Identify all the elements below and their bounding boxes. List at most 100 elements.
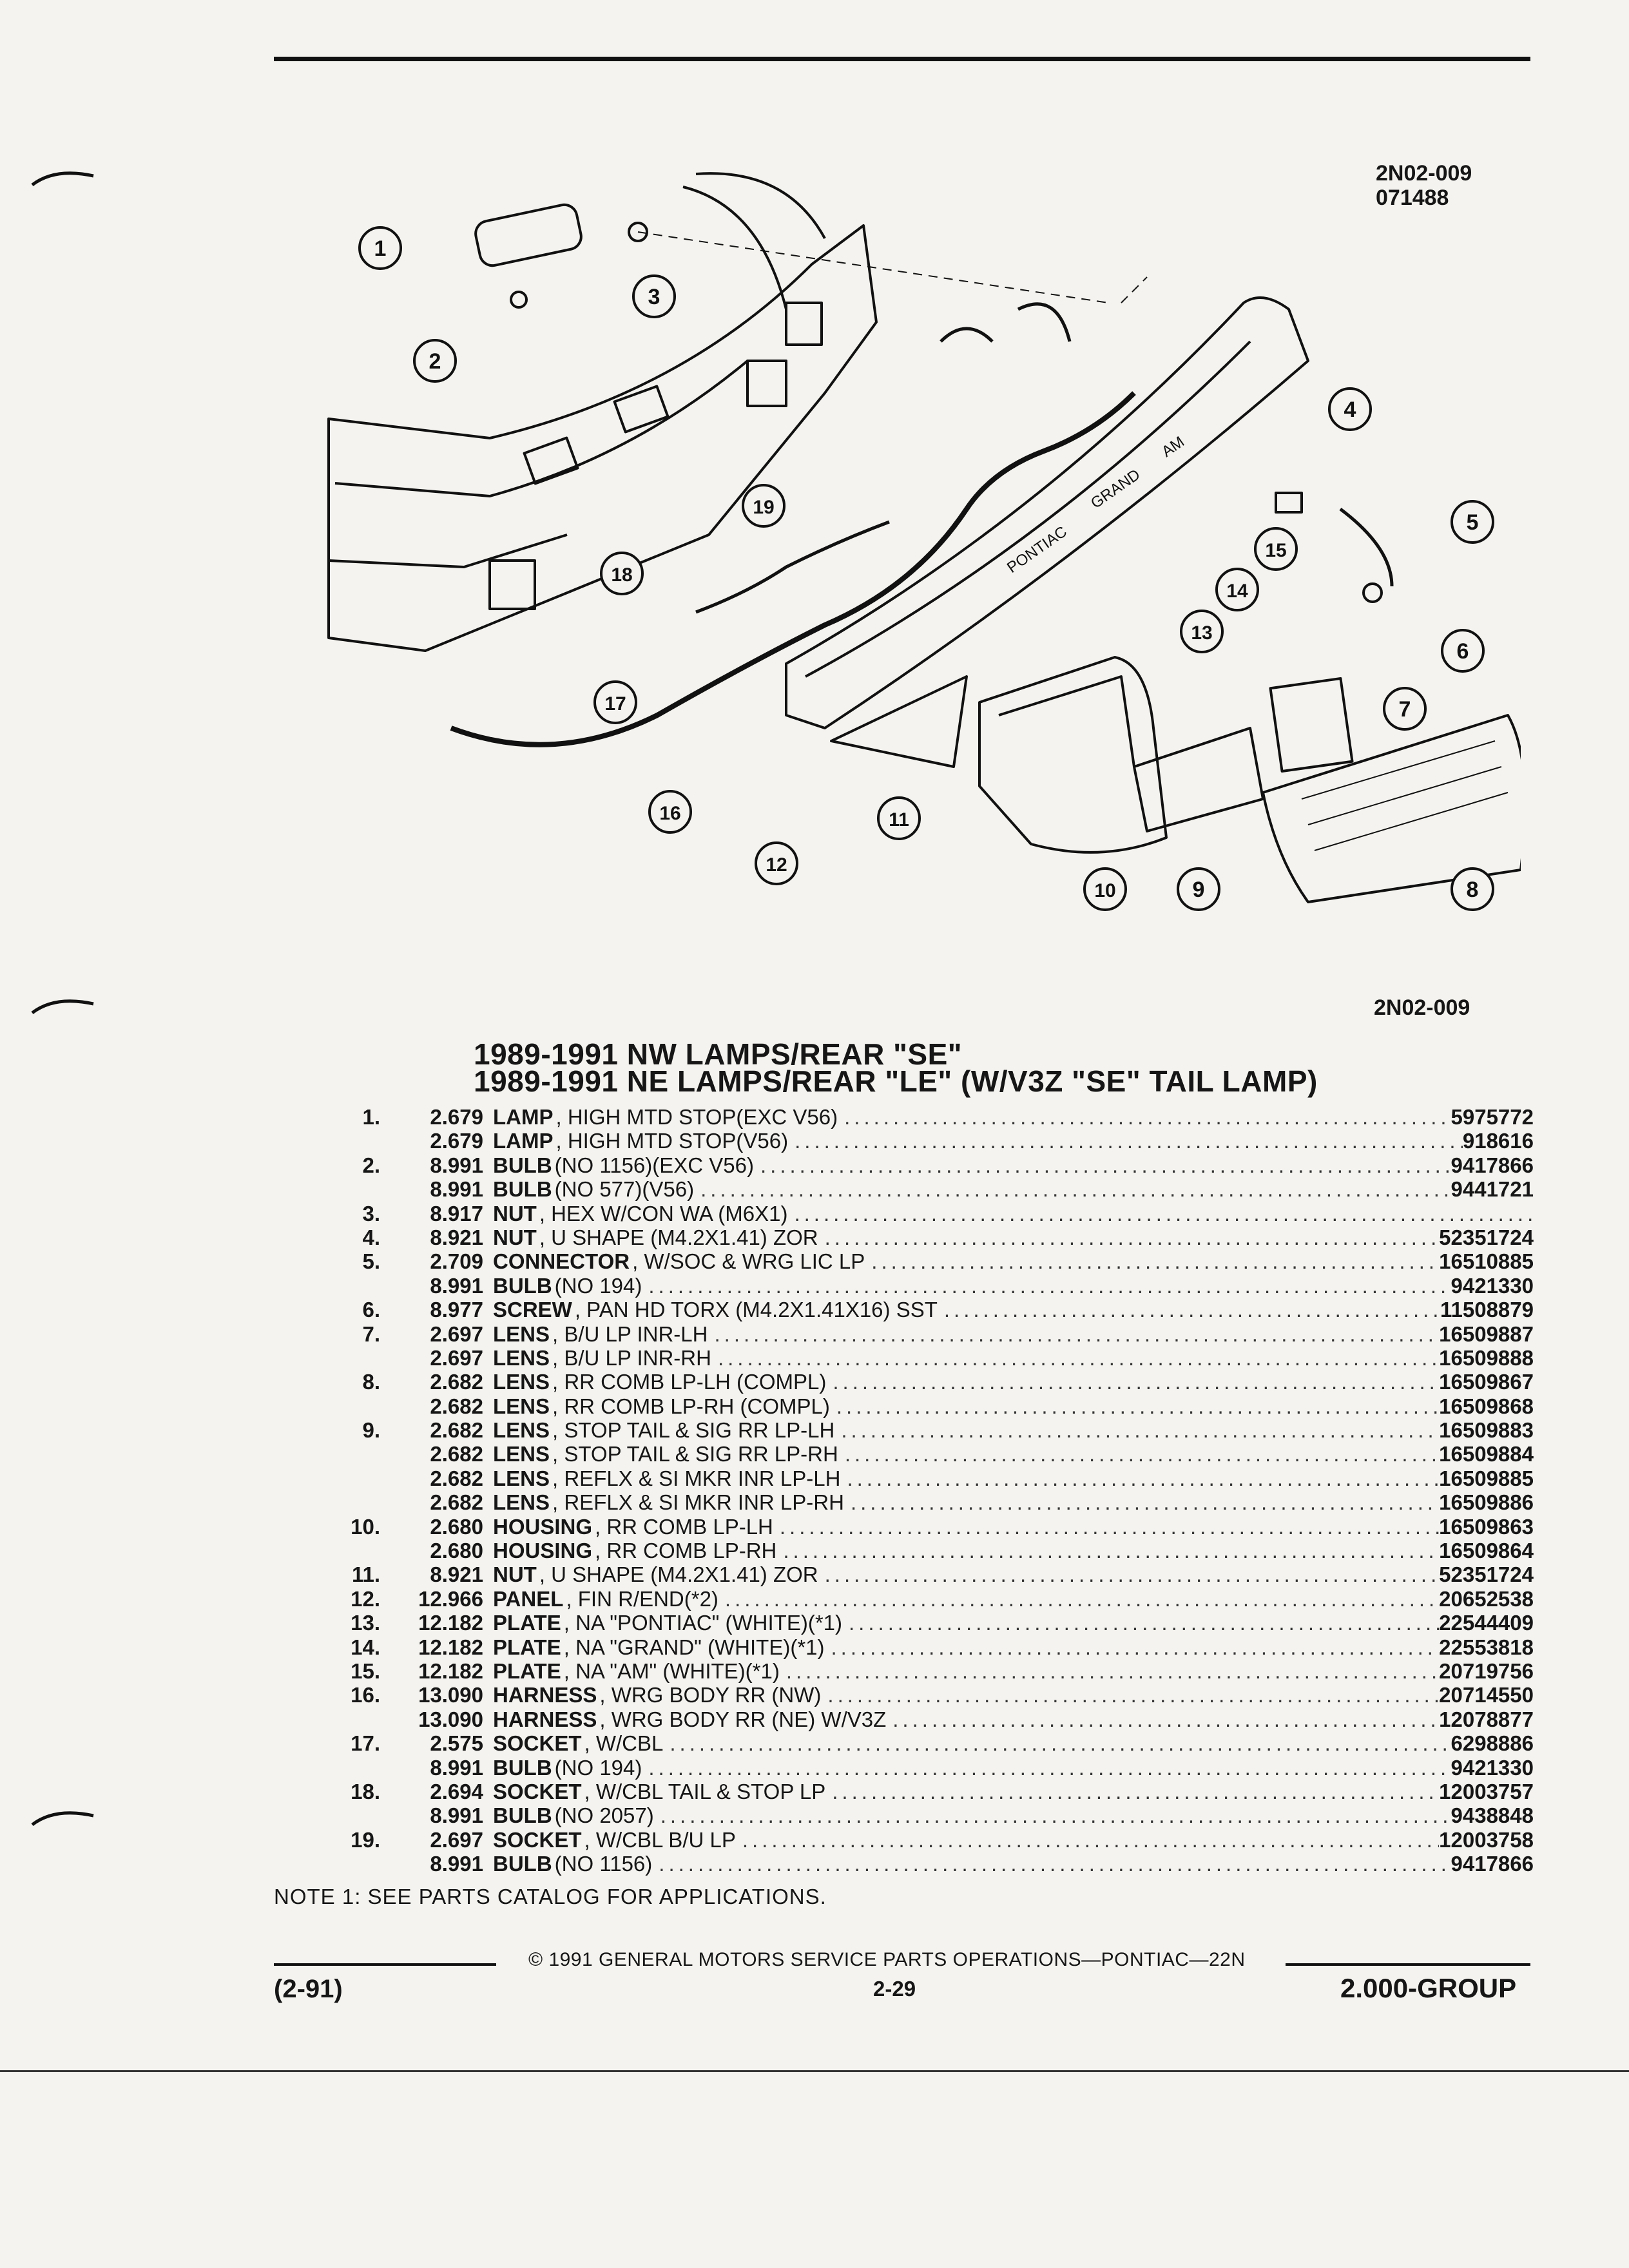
part-description: NUT, HEX W/CON WA (M6X1) [493,1202,1534,1225]
part-name: LAMP [493,1105,554,1129]
group-number: 2.680 [430,1514,483,1539]
part-number: 16509884 [1439,1442,1534,1466]
rear-body-panel [327,224,878,652]
part-description: BULB(NO 2057)9438848 [493,1803,1534,1827]
part-description: LENS, B/U LP INR-LH16509887 [493,1322,1534,1346]
part-name: BULB [493,1755,552,1780]
callout-10: 10 [1083,867,1127,911]
part-name: PLATE [493,1611,561,1635]
group-number: 8.991 [430,1803,483,1828]
leader-dots [834,1418,1439,1442]
leader-dots [825,1780,1439,1803]
svg-text:5: 5 [1467,510,1479,535]
part-name: BULB [493,1273,552,1298]
part-name: LAMP [493,1129,554,1153]
item-number: 19. [351,1827,380,1852]
part-number: 20719756 [1439,1658,1534,1683]
section-title-nw: 1989-1991 NW LAMPS/REAR "SE" [474,1037,963,1071]
part-number: 9438848 [1451,1803,1534,1828]
part-description: HOUSING, RR COMB LP-RH16509864 [493,1539,1534,1562]
part-number: 9421330 [1451,1755,1534,1780]
item-number: 7. [362,1321,380,1346]
leader-dots [844,1490,1439,1514]
group-number: 2.682 [430,1442,483,1466]
part-number: 16509887 [1439,1321,1534,1346]
item-number: 10. [351,1514,380,1539]
group-number: 8.991 [430,1852,483,1876]
svg-text:19: 19 [753,497,774,518]
group-number: 2.694 [430,1779,483,1803]
svg-text:11: 11 [889,809,909,831]
part-description: LENS, RR COMB LP-LH (COMPL) 16509867 [493,1370,1534,1394]
part-name: SOCKET [493,1827,582,1852]
part-qualifier: , NA "PONTIAC" (WHITE)(*1) [563,1611,843,1635]
copyright-notice: © 1991 GENERAL MOTORS SERVICE PARTS OPER… [528,1949,1246,1970]
leader-dots [818,1562,1440,1586]
part-name: LENS [493,1442,550,1466]
revision-date: (2-91) [274,1975,343,2003]
part-name: LENS [493,1370,550,1394]
part-description: NUT, U SHAPE (M4.2X1.41) ZOR52351724 [493,1225,1534,1249]
leader-dots [663,1731,1451,1755]
item-number: 3. [362,1201,380,1225]
lens-stop-tail [1133,727,1264,832]
leader-dots [694,1177,1451,1201]
part-description: LENS, B/U LP INR-RH16509888 [493,1346,1534,1370]
callout-19: 19 [742,484,786,528]
callout-3: 3 [632,274,676,318]
part-number: 52351724 [1439,1225,1534,1249]
leader-dots [780,1659,1439,1683]
leader-dots [938,1298,1440,1321]
illustration-date-code: 071488 [1376,186,1449,210]
part-qualifier: , FIN R/END(*2) [566,1586,718,1611]
leader-dots [654,1803,1451,1827]
part-qualifier: , NA "GRAND" (WHITE)(*1) [563,1635,825,1659]
leader-dots [830,1394,1439,1418]
part-qualifier: , HIGH MTD STOP(V56) [555,1129,789,1153]
part-number: 16509867 [1439,1370,1534,1394]
punch-hole-mark-middle [31,999,94,1014]
callout-1: 1 [358,226,402,270]
callout-16: 16 [648,790,692,834]
part-qualifier: , B/U LP INR-RH [552,1345,711,1370]
leader-dots [642,1274,1451,1298]
group-number: 2.682 [430,1490,483,1515]
part-name: CONNECTOR [493,1249,630,1274]
section-title-ne: 1989-1991 NE LAMPS/REAR "LE" (W/V3Z "SE"… [474,1064,1318,1098]
part-name: SOCKET [493,1779,582,1803]
group-number: 2.679 [430,1105,483,1129]
part-name: LENS [493,1490,550,1515]
part-qualifier: , HIGH MTD STOP(EXC V56) [555,1105,838,1129]
callout-7: 7 [1383,687,1427,731]
group-number: 12.182 [418,1635,483,1659]
group-number: 8.977 [430,1298,483,1322]
part-description: LAMP, HIGH MTD STOP(EXC V56)5975772 [493,1105,1534,1129]
callout-2: 2 [413,339,457,383]
part-name: BULB [493,1177,552,1202]
part-number: 6298886 [1451,1731,1534,1756]
part-qualifier: , RR COMB LP-LH [595,1514,773,1539]
part-qualifier: , RR COMB LP-LH (COMPL) [552,1370,827,1394]
part-name: LENS [493,1321,550,1346]
part-qualifier: , REFLX & SI MKR INR LP-LH [552,1466,841,1490]
part-name: SOCKET [493,1731,582,1756]
group-number: 12.182 [418,1611,483,1635]
part-name: NUT [493,1201,537,1225]
part-number: 16509863 [1439,1514,1534,1539]
item-number: 8. [362,1370,380,1394]
part-name: SCREW [493,1298,572,1322]
item-number: 4. [362,1225,380,1249]
exploded-parts-illustration: PONTIAC GRAND AM 1 2 3 4 5 6 7 8 9 10 1 [327,172,1521,911]
part-name: PLATE [493,1635,561,1659]
footer-rule-left [274,1963,496,1966]
